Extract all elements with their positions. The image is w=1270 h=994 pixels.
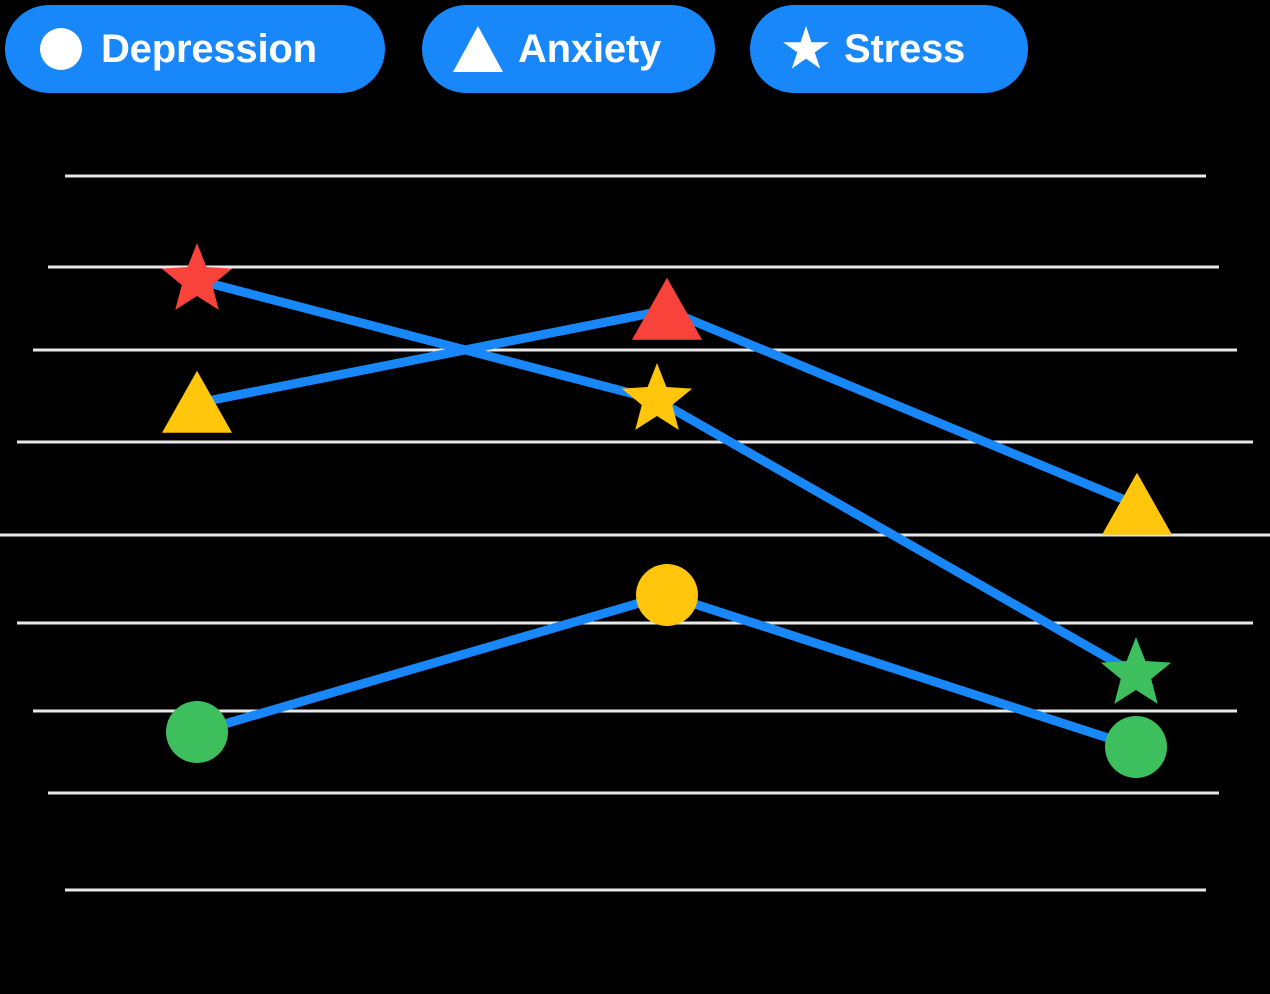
legend-item-stress[interactable]: Stress (750, 5, 1028, 93)
data-point-triangle[interactable] (1102, 472, 1172, 535)
legend: Depression Anxiety Stress (0, 0, 1270, 100)
legend-label-stress: Stress (844, 27, 966, 71)
legend-item-depression[interactable]: Depression (5, 5, 385, 93)
star-icon (780, 26, 832, 72)
legend-label-anxiety: Anxiety (518, 27, 662, 71)
series-markers (161, 243, 1172, 778)
circle-icon (33, 28, 89, 70)
data-point-triangle[interactable] (632, 277, 702, 340)
data-point-circle[interactable] (166, 701, 228, 763)
data-point-circle[interactable] (1105, 716, 1167, 778)
data-point-circle[interactable] (636, 564, 698, 626)
data-point-star[interactable] (621, 363, 693, 430)
triangle-icon (450, 26, 506, 72)
gridlines (0, 174, 1270, 892)
data-point-star[interactable] (161, 243, 233, 310)
data-point-triangle[interactable] (162, 370, 232, 433)
data-point-star[interactable] (1100, 637, 1172, 704)
legend-item-anxiety[interactable]: Anxiety (422, 5, 715, 93)
legend-label-depression: Depression (101, 27, 317, 71)
